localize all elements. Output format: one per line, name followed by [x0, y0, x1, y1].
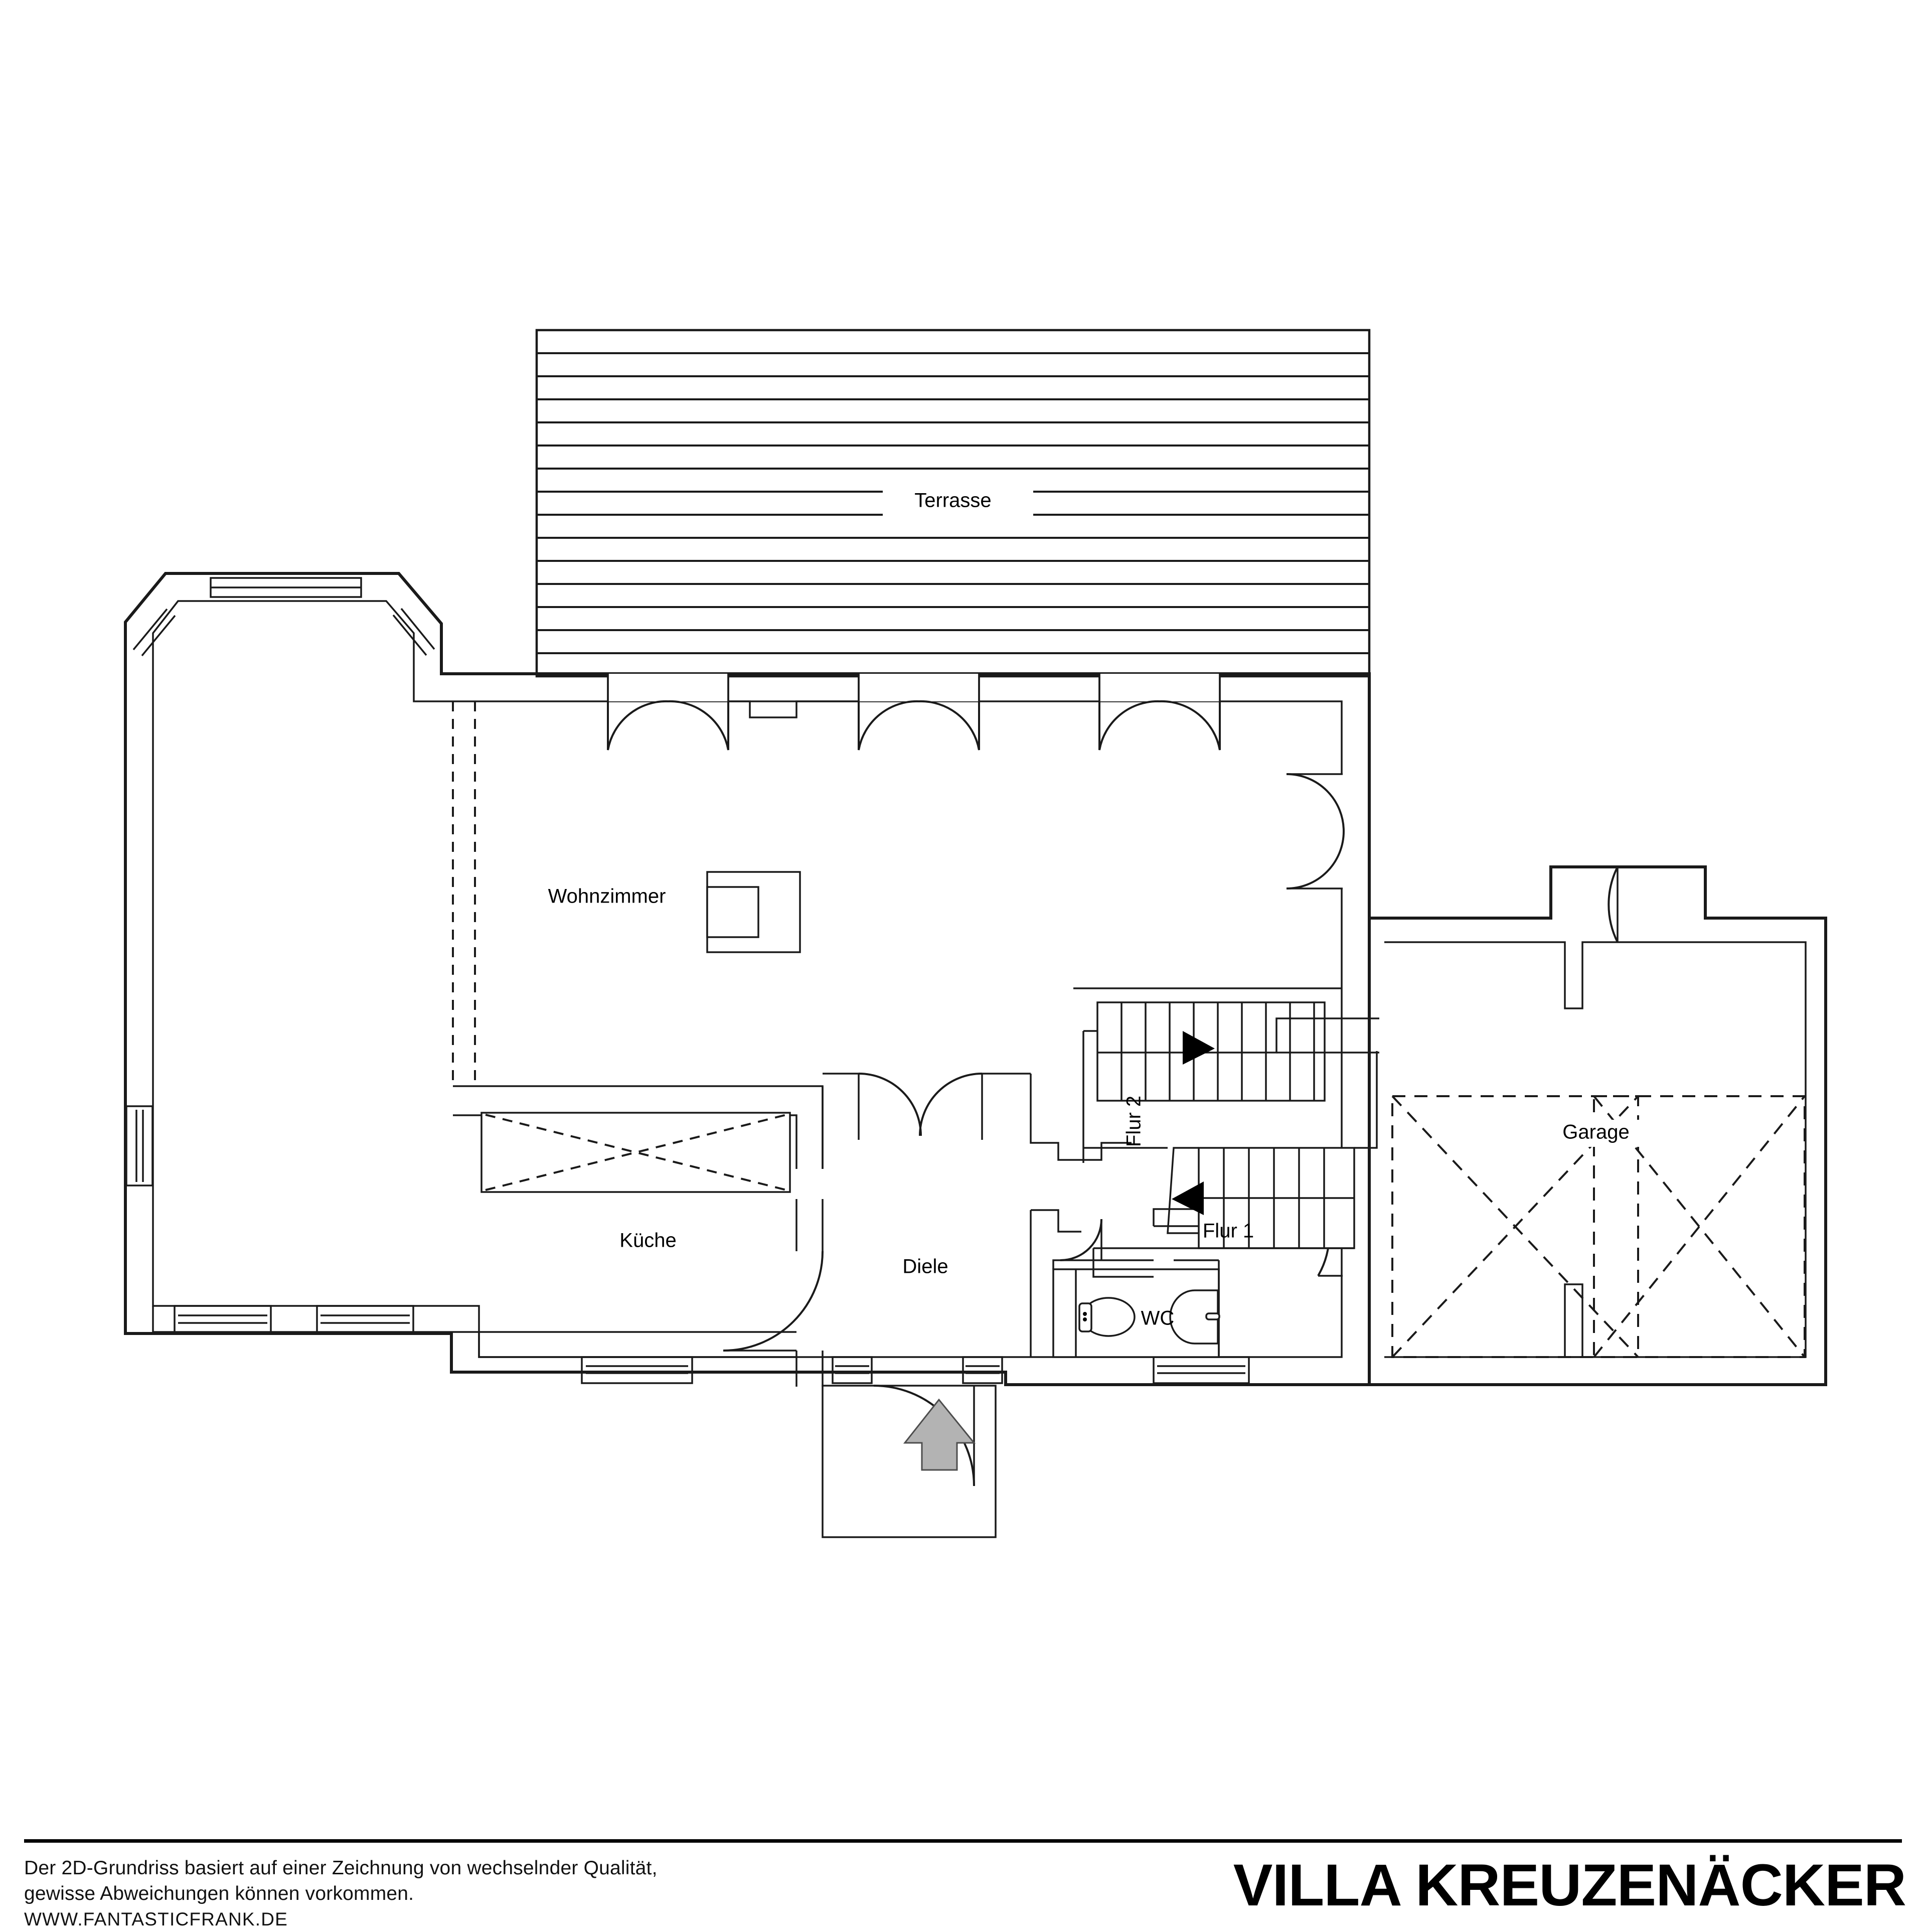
stair-down-arrow-icon — [1172, 1181, 1204, 1215]
kitchen-counter — [480, 1112, 791, 1193]
outer-wall-inner-face — [152, 600, 1343, 1358]
diele-wohnzimmer-double-door[interactable] — [0, 0, 1031, 1140]
garage-label-backdrop — [1535, 1120, 1660, 1147]
window-bl-2-frame — [316, 1305, 414, 1334]
garage-bay-1-outline — [1391, 1095, 1639, 1358]
room-labels: Terrasse Wohnzimmer Küche Diele WC Flur … — [548, 490, 1630, 1329]
footer-website[interactable]: WWW.FANTASTICFRANK.DE — [24, 1909, 288, 1929]
room-label-flur-2: Flur 2 — [1123, 1096, 1145, 1147]
fireplace — [706, 871, 801, 953]
diele-bereich — [0, 0, 1132, 1357]
garage-entry-door[interactable] — [1608, 866, 1619, 943]
windows-entrance — [832, 1356, 1003, 1384]
diele-northeast-wall — [1030, 1074, 1132, 1161]
kitchen-diele-door[interactable] — [723, 1251, 824, 1352]
room-label-wohnzimmer: Wohnzimmer — [548, 885, 666, 908]
stair-winder — [1167, 1147, 1199, 1234]
wall-notch-terrace — [728, 700, 859, 718]
staircase — [1073, 987, 1379, 1278]
toilet-icon — [1078, 1297, 1136, 1337]
disclaimer-line-2: gewisse Abweichungen können vorkommen. — [24, 1883, 414, 1904]
terrace-door-2[interactable] — [858, 674, 980, 751]
fireplace-inner — [706, 886, 759, 938]
garage-outer-wall — [1369, 865, 1827, 1386]
garage-center-pier — [1564, 1283, 1583, 1358]
stair-rail — [1354, 1051, 1378, 1149]
entry-porch — [822, 1385, 997, 1538]
window-left-frame — [125, 1105, 153, 1186]
terrasse-area — [535, 329, 1371, 678]
terrace-door-1[interactable] — [607, 674, 729, 751]
bay-opening-dashed — [452, 701, 476, 1086]
disclaimer-line-1: Der 2D-Grundriss basiert auf einer Zeich… — [24, 1857, 658, 1879]
window-wc-frame — [1153, 1356, 1250, 1384]
room-label-diele: Diele — [902, 1256, 948, 1278]
bay-window-group — [132, 577, 435, 657]
entry-porch-outline — [822, 1385, 997, 1538]
window-entrance-right — [962, 1356, 1003, 1384]
room-label-kueche: Küche — [619, 1230, 676, 1252]
room-label-wc: WC — [1141, 1307, 1175, 1329]
kuechen-bereich — [152, 1085, 824, 1387]
entrance-arrow-icon — [903, 1398, 976, 1471]
stair-up-arrow-icon — [1183, 1031, 1215, 1065]
room-label-terrasse: Terrasse — [914, 490, 991, 512]
sink-icon — [1169, 1289, 1220, 1345]
outer-wall-path — [124, 572, 1371, 1386]
window-bl-1-frame — [174, 1305, 272, 1334]
garage-bereich — [1369, 865, 1827, 1386]
window-kitchen-frame — [581, 1356, 693, 1384]
wc-door[interactable] — [1060, 1219, 1102, 1261]
footer-divider-rule — [24, 1839, 1902, 1843]
room-label-garage: Garage — [1562, 1121, 1629, 1143]
room-label-flur-1: Flur 1 — [1203, 1220, 1254, 1242]
stair-foot-jog — [1092, 1248, 1154, 1278]
living-room-right-double-door[interactable] — [1286, 773, 1345, 889]
windows-bottom-left — [174, 1305, 414, 1334]
brand-title: VILLA KREUZENÄCKER — [1233, 1852, 1906, 1918]
window-kitchen-bottom — [581, 1356, 693, 1384]
garage-bay-2-outline — [1593, 1095, 1806, 1358]
terrace-doors-group[interactable] — [607, 674, 1221, 751]
wc-bereich — [1052, 1219, 1220, 1358]
terrasse-decking — [537, 352, 1369, 654]
footer-disclaimer: Der 2D-Grundriss basiert auf einer Zeich… — [24, 1855, 877, 1932]
window-wc-bottom — [1153, 1356, 1250, 1384]
window-entrance-left — [832, 1356, 873, 1384]
wc-top-wall-left — [1052, 1259, 1154, 1269]
terrasse-label-backdrop — [883, 491, 1033, 516]
window-left-wall — [125, 1105, 153, 1186]
diele-wc-jog — [1031, 1209, 1081, 1233]
terrace-door-3[interactable] — [1098, 674, 1221, 751]
